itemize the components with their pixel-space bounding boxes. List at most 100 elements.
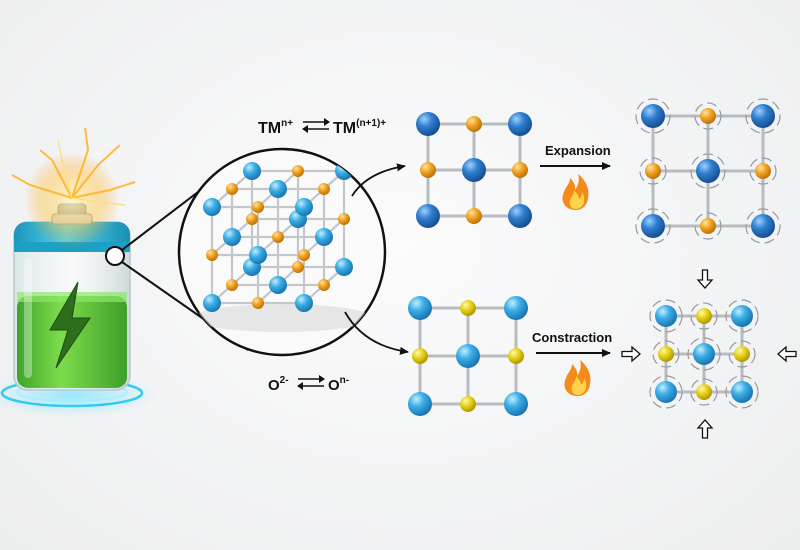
vibration-halo [649, 375, 683, 409]
atom-large [751, 214, 775, 238]
arrow-icon [621, 345, 641, 363]
atom-large [203, 198, 221, 216]
lattice-grid-oxygen-initial [408, 296, 528, 416]
atom-large [295, 294, 313, 312]
vibration-halo [635, 208, 671, 244]
atom-large [408, 296, 432, 320]
vibration-halo [694, 102, 722, 130]
svg-text:TMn+: TMn+ [258, 118, 293, 137]
vibration-halo [745, 98, 781, 134]
arrow-icon [696, 269, 714, 289]
atom-large [641, 104, 665, 128]
atom-large [315, 228, 333, 246]
atom-large [462, 158, 486, 182]
svg-text:O2-: O2- [268, 375, 289, 394]
flame-icon [562, 174, 589, 210]
vibration-halo [725, 299, 759, 333]
atom-small [318, 183, 330, 195]
vibration-halo [725, 375, 759, 409]
atom-large [508, 204, 532, 228]
atom-small [734, 346, 750, 362]
atom-small [226, 279, 238, 291]
vibration-halo [690, 153, 726, 189]
atom-small [292, 261, 304, 273]
atom-small [246, 213, 258, 225]
vibration-halo [749, 157, 777, 185]
contraction-label: Constraction [532, 330, 612, 345]
vibration-halo [639, 157, 667, 185]
lattice-grid-contracted [649, 299, 759, 409]
vibration-halo [745, 208, 781, 244]
atom-large [655, 381, 677, 403]
atom-small [696, 308, 712, 324]
atom-small [466, 208, 482, 224]
vibration-halo [652, 340, 680, 368]
svg-text:TM(n+1)+: TM(n+1)+ [333, 118, 386, 137]
vibration-halo [649, 299, 683, 333]
atom-small [512, 162, 528, 178]
vibration-halo [690, 302, 718, 330]
atom-small [466, 116, 482, 132]
atom-small [755, 163, 771, 179]
atom-small [252, 201, 264, 213]
atom-large [731, 305, 753, 327]
atom-small [700, 218, 716, 234]
atom-large [269, 276, 287, 294]
atom-large [243, 162, 261, 180]
svg-text:On-: On- [328, 375, 349, 394]
arrow-icon [777, 345, 797, 363]
atom-large [504, 296, 528, 320]
flame-icon [564, 360, 591, 396]
atom-large [203, 294, 221, 312]
atom-large [295, 198, 313, 216]
atom-small [696, 384, 712, 400]
battery-icon [0, 127, 157, 417]
atom-small [206, 249, 218, 261]
atom-small [412, 348, 428, 364]
vibration-halo [635, 98, 671, 134]
atom-small [420, 162, 436, 178]
atom-large [269, 180, 287, 198]
atom-small [292, 165, 304, 177]
atom-small [318, 279, 330, 291]
atom-small [645, 163, 661, 179]
atom-small [338, 213, 350, 225]
atom-small [460, 396, 476, 412]
atom-large [508, 112, 532, 136]
vibration-halo [690, 378, 718, 406]
atom-large [641, 214, 665, 238]
expansion-label: Expansion [545, 143, 611, 158]
oxygen-redox-label: O2- On- [268, 375, 349, 394]
atom-large [416, 112, 440, 136]
atom-small [252, 297, 264, 309]
atom-large [416, 204, 440, 228]
atom-small [460, 300, 476, 316]
atom-large [504, 392, 528, 416]
atom-small [508, 348, 524, 364]
contraction-step: Constraction [532, 330, 612, 396]
atom-small [700, 108, 716, 124]
compression-arrows [621, 269, 797, 439]
vibration-halo [687, 337, 721, 371]
arrow-icon [696, 419, 714, 439]
atom-large [249, 246, 267, 264]
lattice-grid-expanded [635, 98, 781, 244]
vibration-halo [728, 340, 756, 368]
atom-small [272, 231, 284, 243]
equilibrium-arrows [297, 375, 325, 390]
zoom-circle [177, 147, 387, 357]
atom-small [658, 346, 674, 362]
atom-large [223, 228, 241, 246]
atom-large [335, 258, 353, 276]
equilibrium-arrows [302, 118, 330, 133]
tm-redox-label: TMn+ TM(n+1)+ [258, 118, 386, 137]
atom-large [693, 343, 715, 365]
atom-large [655, 305, 677, 327]
atom-large [696, 159, 720, 183]
atom-small [298, 249, 310, 261]
vibration-halo [694, 212, 722, 240]
lattice-grid-tm-initial [416, 112, 532, 228]
atom-large [456, 344, 480, 368]
